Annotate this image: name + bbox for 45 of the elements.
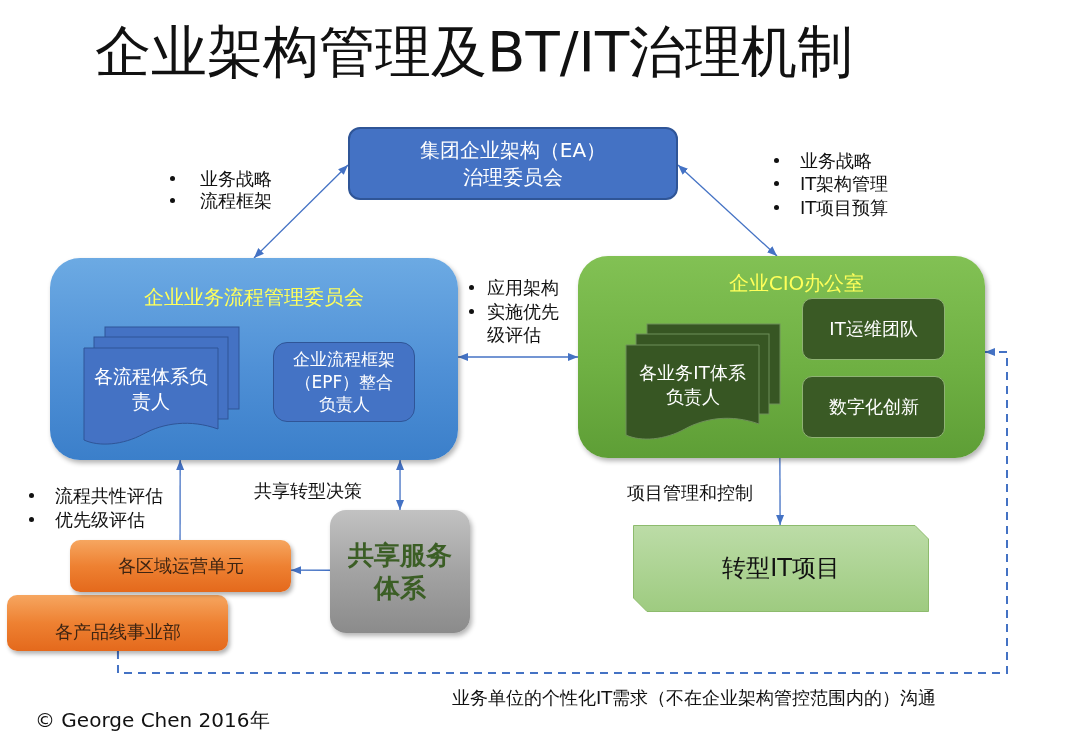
note-text: 实施优先级评估 [487, 299, 560, 346]
note-text: IT架构管理 [800, 171, 889, 195]
node-label: 数字化创新 [828, 394, 919, 419]
note-text: 应用架构 [487, 275, 559, 299]
note-text: IT项目预算 [800, 195, 889, 219]
role-box [802, 376, 945, 438]
unit-box [70, 540, 291, 592]
project-box [633, 525, 929, 612]
node-label: 转型IT项目 [722, 552, 840, 584]
note-text: 业务战略 [200, 166, 272, 190]
node-label: 各产品线事业部 [54, 619, 181, 643]
panel-title: 企业业务流程管理委员会 [144, 284, 364, 310]
arrow [176, 459, 185, 541]
shared-service-box [330, 510, 470, 633]
role-box [802, 298, 945, 360]
note-text: 业务战略 [800, 148, 872, 172]
edge-label: 项目管理和控制 [625, 481, 755, 504]
node-label: IT运维团队 [829, 316, 918, 341]
document-stack [625, 323, 782, 443]
node-label: 企业流程框架（EPF）整合负责人 [292, 347, 396, 417]
note-text: © George Chen 2016年 [35, 708, 270, 732]
double-arrow [677, 164, 778, 257]
committee-panel [50, 258, 458, 460]
node-label: 集团企业架构（EA）治理委员会 [418, 136, 608, 191]
arrow [776, 457, 785, 526]
note-text: 流程框架 [200, 188, 272, 212]
title: 企业架构管理及BT/IT治理机制 [95, 18, 854, 86]
dashed-arrow [116, 347, 1008, 674]
note-text: 优先级评估 [55, 507, 145, 531]
note-text: 流程共性评估 [55, 483, 163, 507]
document-stack [83, 326, 241, 448]
double-arrow [253, 164, 349, 259]
edge-label: 共享转型决策 [252, 479, 364, 502]
panel-title: 企业CIO办公室 [728, 270, 865, 296]
node-label: 共享服务体系 [347, 539, 453, 604]
committee-panel [578, 256, 985, 458]
double-arrow [457, 353, 579, 361]
role-box [273, 342, 415, 422]
node-label: 各业务IT体系负责人 [638, 361, 747, 408]
node-label: 各区域运营单元 [117, 554, 244, 578]
double-arrow [396, 459, 405, 511]
committee-box [348, 127, 678, 200]
unit-box [7, 595, 228, 651]
node-label: 各流程体系负责人 [93, 363, 209, 414]
arrow [290, 566, 331, 575]
